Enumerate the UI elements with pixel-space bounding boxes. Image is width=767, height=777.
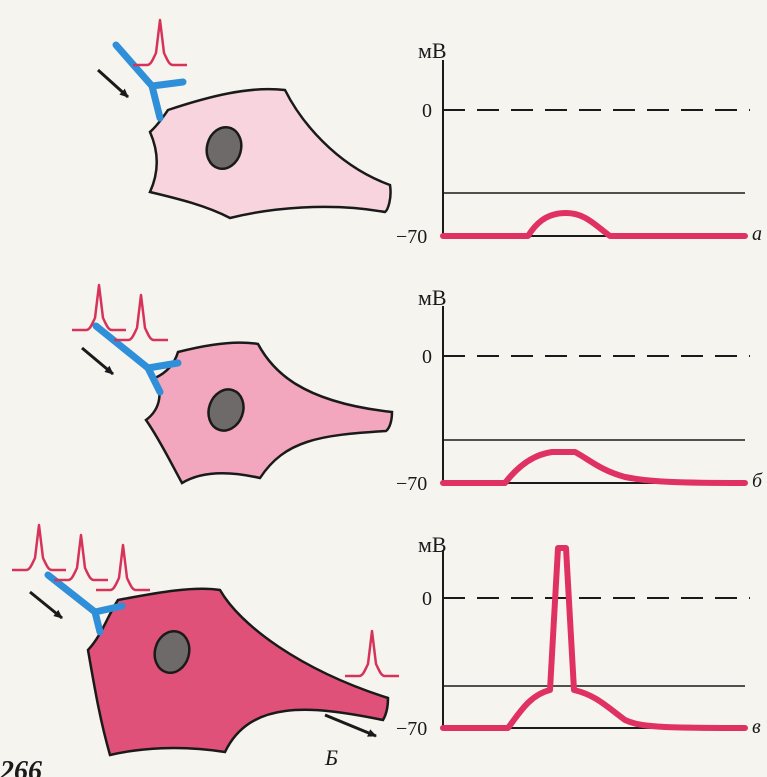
cell-body-c xyxy=(86,587,390,757)
graph-a: мВ 0 −70 а xyxy=(396,38,762,248)
nucleus-b xyxy=(207,388,245,432)
output-spike-c xyxy=(345,629,399,678)
rest-label-a: −70 xyxy=(396,226,427,248)
input-spike-icon xyxy=(96,543,150,592)
unit-label-b: мВ xyxy=(418,285,447,310)
zero-label-b: 0 xyxy=(422,346,432,368)
input-spike-icon xyxy=(12,523,66,572)
zero-label-c: 0 xyxy=(422,588,432,610)
cell-body-a xyxy=(148,87,392,220)
axon-terminal-a xyxy=(112,41,187,122)
panel-c: Б мВ 0 −70 в xyxy=(12,523,761,770)
output-arrow-icon xyxy=(324,713,377,738)
input-arrow-icon-b xyxy=(81,346,114,376)
axon-terminal-shape-a xyxy=(112,41,187,122)
input-spike-icon xyxy=(114,293,168,342)
figure-number: 266 xyxy=(0,756,42,777)
input-spikes-b xyxy=(72,283,168,342)
neuron-a xyxy=(148,87,392,220)
input-arrow-icon-a xyxy=(96,68,130,99)
figure-letter: Б xyxy=(324,745,338,770)
nucleus-a xyxy=(205,125,243,171)
potential-trace-a xyxy=(440,210,748,239)
unit-label-c: мВ xyxy=(418,532,447,557)
zero-label-a: 0 xyxy=(422,100,432,122)
rest-label-b: −70 xyxy=(396,473,427,495)
input-spike-icon xyxy=(133,18,187,67)
panel-letter-c: в xyxy=(752,716,761,738)
neuron-b xyxy=(144,341,394,485)
unit-label-a: мВ xyxy=(418,38,447,63)
axon-terminal-b xyxy=(92,322,182,396)
output-spike-icon xyxy=(345,629,399,678)
input-arrow-icon-c xyxy=(29,590,63,620)
potential-trace-b xyxy=(440,449,748,486)
input-spike-icon xyxy=(54,533,108,582)
panel-b: мВ 0 −70 б xyxy=(72,283,763,495)
neuron-c xyxy=(86,587,390,757)
axon-terminal-shape-b xyxy=(92,322,182,396)
graph-c: мВ 0 −70 в xyxy=(396,532,761,740)
panel-letter-a: а xyxy=(752,223,762,245)
potential-trace-c xyxy=(440,545,748,731)
graph-b: мВ 0 −70 б xyxy=(396,285,763,495)
rest-label-c: −70 xyxy=(396,718,427,740)
input-spikes-c xyxy=(12,523,150,592)
input-spike-icon xyxy=(72,283,126,332)
panel-letter-b: б xyxy=(752,470,763,492)
panel-a: мВ 0 −70 а xyxy=(96,18,762,248)
input-spikes-a xyxy=(133,18,187,67)
cell-body-b xyxy=(144,341,394,485)
nucleus-c xyxy=(153,629,191,675)
